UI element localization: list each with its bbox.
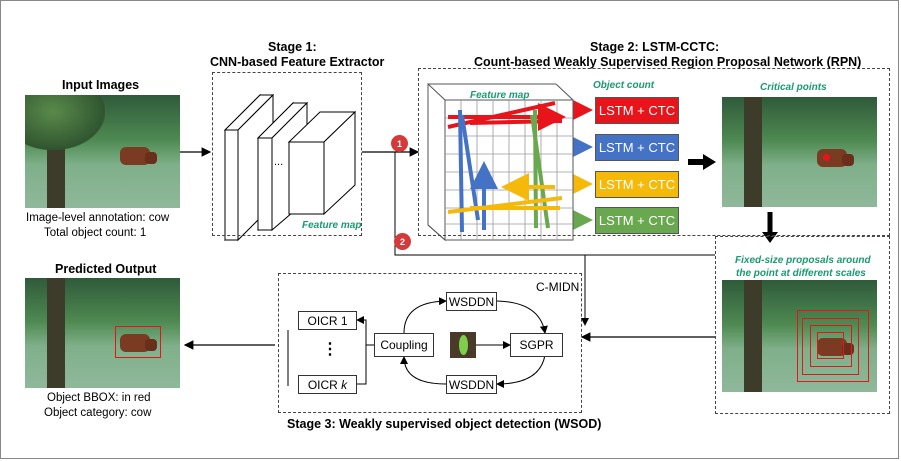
- object-count-label: Object count: [593, 80, 655, 91]
- stage1-title-line2: CNN-based Feature Extractor: [210, 55, 385, 69]
- cmidn-label: C-MIDN: [536, 280, 580, 294]
- coupling-box: Coupling: [374, 333, 434, 357]
- predicted-output-image: [25, 278, 180, 388]
- proposals-container: [715, 236, 890, 414]
- sgpr-box: SGPR: [510, 333, 563, 357]
- stage1-container: [212, 72, 362, 236]
- stage2-feature-map-label: Feature map: [470, 90, 530, 101]
- stage2-title-line1: Stage 2: LSTM-CCTC:: [590, 40, 720, 54]
- proposal-box: [802, 318, 859, 375]
- stage3-title: Stage 3: Weakly supervised object detect…: [287, 417, 602, 431]
- wsddn-bottom-box: WSDDN: [446, 375, 497, 394]
- oicr-k-index: k: [341, 377, 348, 392]
- step-badge-1: 1: [391, 135, 408, 152]
- input-caption-line2: Total object count: 1: [44, 227, 147, 239]
- cnn-blocks: [223, 93, 357, 242]
- proposals-image: [722, 280, 877, 392]
- proposal-box: [797, 310, 869, 382]
- stage2-container: [418, 68, 890, 236]
- lstm-ctc-box-yellow: LSTM + CTC: [595, 171, 679, 198]
- critical-point-marker: [823, 154, 830, 161]
- oicr-k-prefix: OICR: [307, 377, 338, 392]
- input-title: Input Images: [62, 78, 140, 92]
- proposal-box: [817, 332, 844, 359]
- critical-points-label: Critical points: [760, 82, 827, 93]
- lstm-ctc-box-green: LSTM + CTC: [595, 207, 679, 234]
- oicr-vdots: ⋮: [322, 341, 338, 358]
- stage2-title-line2: Count-based Weakly Supervised Region Pro…: [474, 55, 862, 69]
- predicted-bbox: [115, 326, 161, 358]
- input-image: [25, 95, 180, 208]
- critical-points-image: [722, 97, 877, 207]
- wsddn-top-box: WSDDN: [446, 292, 497, 311]
- oicr-1-box: OICR 1: [298, 311, 357, 330]
- proposal-thumbnail: [450, 332, 476, 358]
- cmidn-container: [278, 273, 582, 413]
- stage1-feature-map-label: Feature map: [302, 220, 362, 231]
- proposal-box: [810, 325, 852, 367]
- lstm-ctc-box-blue: LSTM + CTC: [595, 134, 679, 161]
- stage1-title-line1: Stage 1:: [268, 40, 317, 54]
- input-caption-line1: Image-level annotation: cow: [26, 212, 170, 224]
- output-caption-line1: Object BBOX: in red: [47, 392, 151, 404]
- cnn-ellipsis: ...: [274, 156, 284, 168]
- lstm-ctc-box-red: LSTM + CTC: [595, 97, 679, 124]
- oicr-k-box: OICR k: [298, 375, 357, 394]
- cow: [120, 147, 150, 165]
- output-title: Predicted Output: [55, 262, 157, 276]
- step-badge-2: 2: [394, 233, 411, 250]
- proposals-label-line2: the point at different scales: [736, 268, 866, 279]
- proposals-label-line1: Fixed-size proposals around: [735, 255, 871, 266]
- output-caption-line2: Object category: cow: [44, 407, 152, 419]
